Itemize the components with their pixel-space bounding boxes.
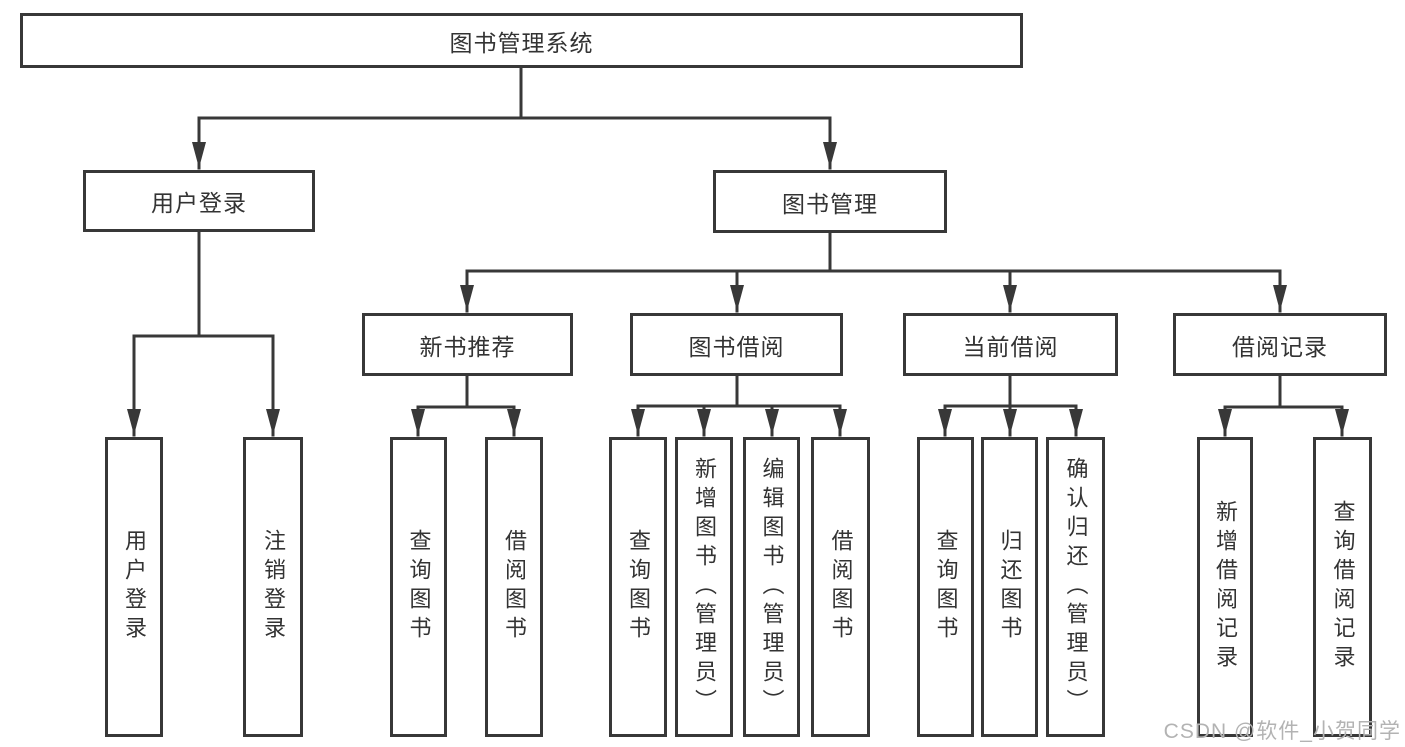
leaf-label: 借阅图书	[502, 529, 527, 645]
node-label: 图书管理系统	[449, 29, 594, 56]
node-label: 图书借阅	[688, 333, 785, 360]
leaf-label: 确认归还（管理员）	[1063, 456, 1089, 718]
leaf-bb-add-books-admin: 新增图书（管理员）	[675, 437, 733, 737]
leaf-user-login: 用户登录	[105, 437, 163, 737]
node-label: 新书推荐	[419, 333, 516, 360]
leaf-label: 归还图书	[997, 529, 1023, 645]
leaf-br-add-record: 新增借阅记录	[1197, 437, 1253, 737]
leaf-label: 新增借阅记录	[1213, 500, 1238, 674]
leaf-label: 借阅图书	[828, 529, 854, 645]
node-book-management: 图书管理	[713, 170, 947, 233]
node-current-borrow: 当前借阅	[903, 313, 1118, 376]
node-label: 用户登录	[151, 190, 247, 216]
leaf-label: 编辑图书（管理员）	[759, 456, 785, 718]
leaf-label: 查询图书	[406, 529, 432, 645]
node-root-library-system: 图书管理系统	[20, 13, 1023, 68]
leaf-bb-edit-books-admin: 编辑图书（管理员）	[743, 437, 800, 737]
node-label: 图书管理	[782, 190, 878, 217]
leaf-nb-query-books: 查询图书	[390, 437, 447, 737]
leaf-nb-borrow-books: 借阅图书	[485, 437, 543, 737]
node-new-book-recommend: 新书推荐	[362, 313, 573, 376]
leaf-bb-query-books: 查询图书	[609, 437, 667, 737]
csdn-watermark: CSDN @软件_小贺同学	[1163, 720, 1401, 743]
leaf-label: 用户登录	[122, 529, 147, 645]
leaf-cb-return-books: 归还图书	[981, 437, 1038, 737]
leaf-bb-borrow-books: 借阅图书	[811, 437, 870, 737]
node-borrow-records: 借阅记录	[1173, 313, 1387, 376]
leaf-logout-login: 注销登录	[243, 437, 303, 737]
leaf-cb-confirm-return-admin: 确认归还（管理员）	[1046, 437, 1105, 737]
leaf-cb-query-books: 查询图书	[917, 437, 974, 737]
leaf-label: 查询图书	[626, 529, 651, 645]
node-label: 当前借阅	[962, 333, 1059, 360]
node-label: 借阅记录	[1232, 333, 1328, 360]
leaf-label: 新增图书（管理员）	[692, 456, 717, 718]
node-book-borrow: 图书借阅	[630, 313, 843, 376]
leaf-label: 注销登录	[261, 529, 286, 645]
leaf-br-query-record: 查询借阅记录	[1313, 437, 1372, 737]
leaf-label: 查询图书	[933, 529, 959, 645]
leaf-label: 查询借阅记录	[1330, 500, 1356, 674]
node-user-login: 用户登录	[83, 170, 315, 232]
